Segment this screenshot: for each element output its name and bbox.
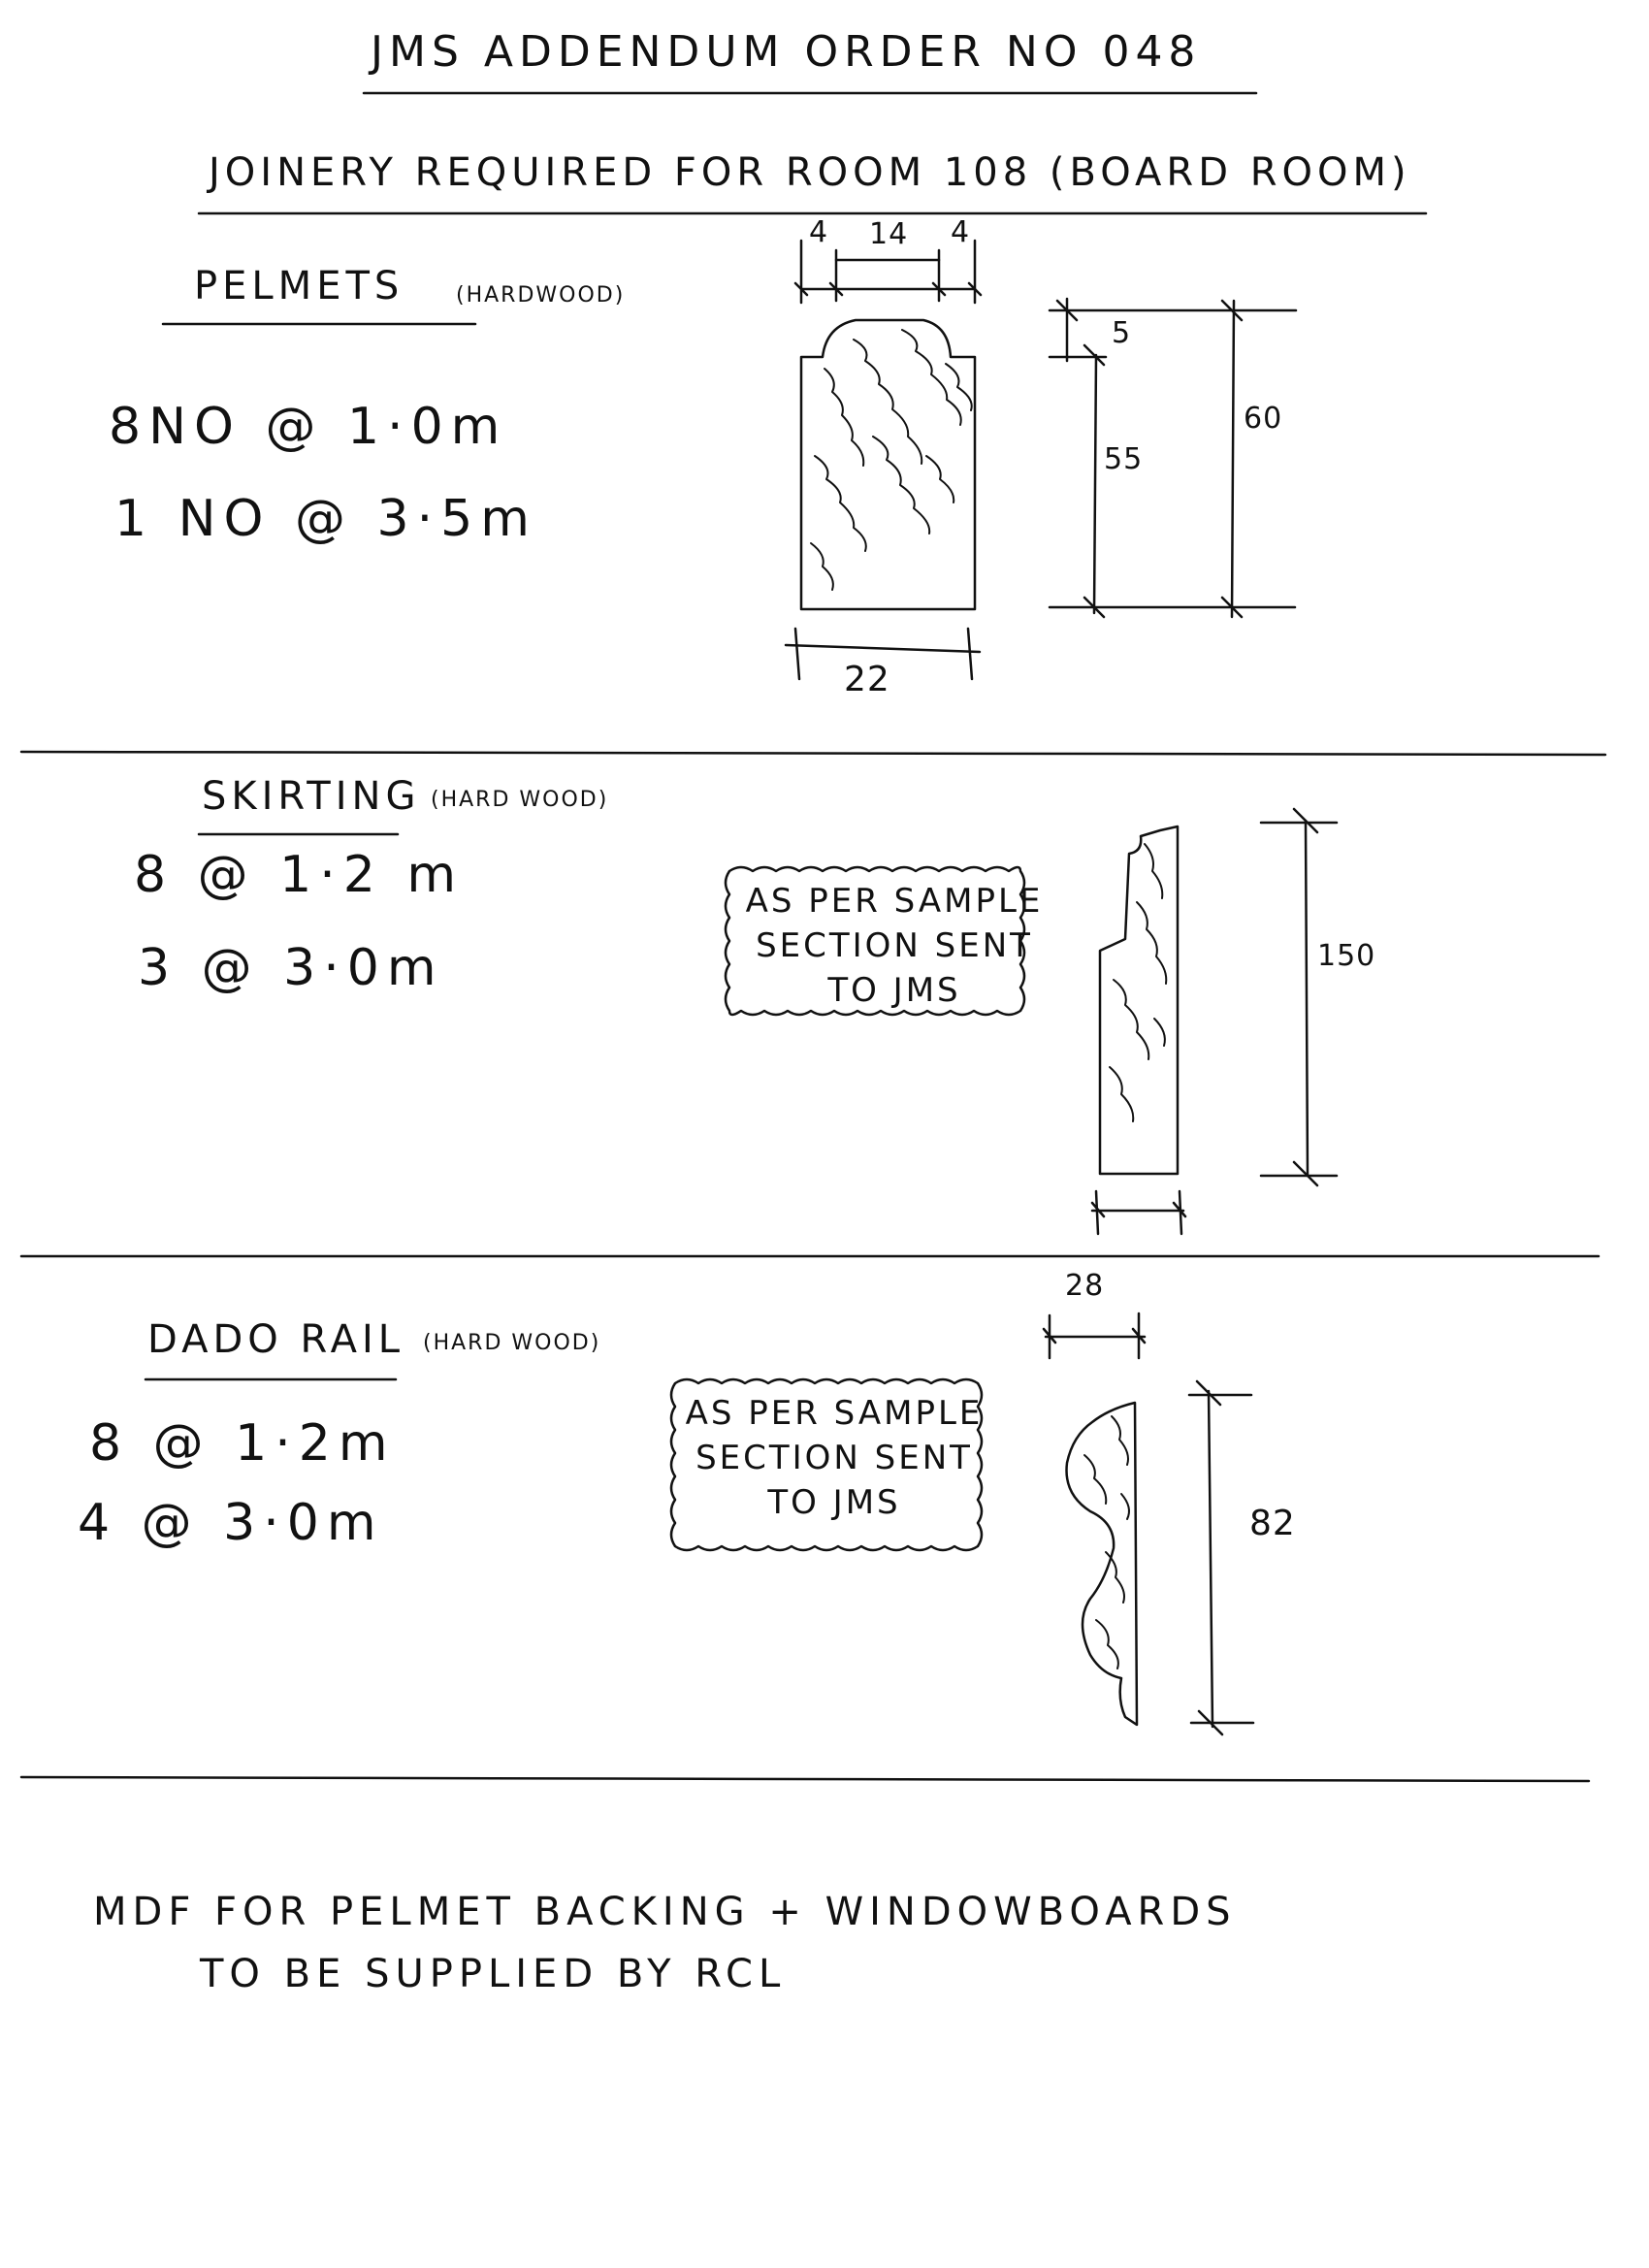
skirting-material: (HARD WOOD)	[431, 788, 609, 812]
page-subtitle: JOINERY REQUIRED FOR ROOM 108 (BOARD ROO…	[209, 150, 1411, 195]
pelmets-heading: PELMETS	[194, 264, 404, 308]
dado-material: (HARD WOOD)	[423, 1331, 601, 1355]
pelmet-grain	[811, 330, 972, 590]
pelmet-profile	[801, 320, 975, 609]
pelmet-dim-body-height: 55	[1104, 442, 1144, 476]
skirting-note-line-3: TO JMS	[827, 971, 961, 1010]
skirting-heading: SKIRTING	[202, 774, 421, 819]
pelmet-dim-left: 4	[809, 215, 829, 249]
dado-note-line-1: AS PER SAMPLE	[685, 1394, 984, 1433]
dado-note: AS PER SAMPLE SECTION SENT TO JMS	[679, 1391, 989, 1525]
skirting-quantity-1: 8 @ 1·2 m	[134, 846, 465, 904]
dado-profile	[1067, 1403, 1138, 1725]
section-divider-1	[21, 752, 1605, 755]
footer-line-1: MDF FOR PELMET BACKING + WINDOWBOARDS	[93, 1890, 1237, 1934]
pelmets-material: (HARDWOOD)	[456, 283, 626, 308]
skirting-note-line-2: SECTION SENT	[756, 926, 1033, 965]
pelmet-dim-step: 5	[1112, 316, 1132, 350]
skirting-note-line-1: AS PER SAMPLE	[745, 882, 1044, 921]
dado-heading: DADO RAIL	[147, 1317, 405, 1362]
dado-dim-width: 28	[1065, 1269, 1105, 1303]
skirting-note: AS PER SAMPLE SECTION SENT TO JMS	[739, 879, 1050, 1013]
dado-note-line-3: TO JMS	[767, 1483, 901, 1522]
skirting-quantity-2: 3 @ 3·0m	[138, 939, 444, 997]
skirting-dim-height: 150	[1317, 939, 1376, 973]
footer-line-2: TO BE SUPPLIED BY RCL	[200, 1952, 787, 1996]
section-divider-3	[21, 1777, 1589, 1781]
dado-dim-height: 82	[1249, 1504, 1296, 1543]
dado-note-cloud	[671, 1379, 982, 1550]
skirting-profile	[1100, 826, 1178, 1174]
pelmet-dim-right: 4	[951, 215, 971, 249]
dado-quantity-1: 8 @ 1·2m	[89, 1414, 396, 1473]
page-title: JMS ADDENDUM ORDER NO 048	[371, 27, 1202, 77]
pelmets-quantity-2: 1 NO @ 3·5m	[114, 490, 537, 548]
pelmets-quantity-1: 8NO @ 1·0m	[109, 398, 508, 456]
dado-quantity-2: 4 @ 3·0m	[78, 1494, 384, 1552]
pelmet-dim-width: 22	[844, 660, 890, 699]
pelmet-dim-top: 14	[869, 217, 909, 251]
dado-note-line-2: SECTION SENT	[695, 1439, 973, 1477]
pelmet-dim-total-height: 60	[1244, 402, 1283, 436]
skirting-note-cloud	[726, 867, 1024, 1015]
